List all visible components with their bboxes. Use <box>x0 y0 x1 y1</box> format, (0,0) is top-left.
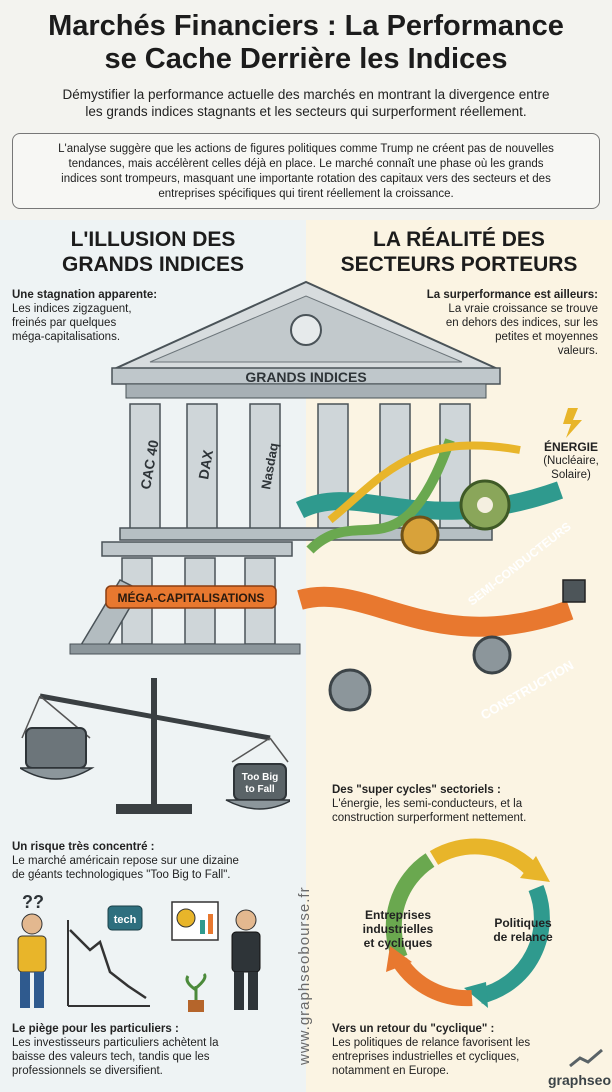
tech-label: tech <box>114 914 137 926</box>
logo-text: graphseo <box>548 1072 612 1088</box>
logo-icon <box>569 1048 603 1068</box>
tech-tile <box>107 905 143 931</box>
tech-weights <box>25 727 87 769</box>
pediment-label: GRANDS INDICES <box>245 369 366 385</box>
investor-body <box>17 935 47 973</box>
cycle-arrow-teal <box>477 884 550 1004</box>
lightning-icon <box>563 408 582 438</box>
pediment-medallion <box>290 314 322 346</box>
green-growth-arrow <box>306 438 455 554</box>
gear-icon <box>328 668 372 712</box>
falling-line <box>69 929 147 1000</box>
cycle-diagram <box>385 838 550 1008</box>
mega-cap-banner <box>105 585 277 609</box>
gear-icon <box>472 635 512 675</box>
risk-block: Un risque très concentré : Le marché amé… <box>12 841 239 881</box>
title-line-2: se Cache Derrière les Indices <box>104 43 508 75</box>
yellow-growth-arrow <box>327 441 521 524</box>
return-block: Vers un retour du "cyclique" : Les polit… <box>332 1023 531 1077</box>
investor-illustration: ?? tech <box>17 892 261 1012</box>
pie-icon <box>176 908 196 928</box>
gear-icon <box>400 515 440 555</box>
stagnation-block: Une stagnation apparente: Les indices zi… <box>12 289 158 343</box>
to-fall-label: to Fall <box>245 784 275 795</box>
temple-illustration: GRANDS INDICES CAC 40 DAX Nasdaq MÉGA-CA… <box>69 280 586 720</box>
title-line-1: Marchés Financiers : La Performance <box>48 10 564 42</box>
column-label-dax: DAX <box>195 448 216 481</box>
scale-illustration: Too Big to Fall <box>20 678 290 814</box>
mega-cap-label: MÉGA-CAPITALISATIONS <box>118 590 265 605</box>
chip-icon <box>562 579 586 603</box>
investor-head <box>21 913 43 935</box>
energy-block: ÉNERGIE (Nucléaire, Solaire) <box>543 440 599 481</box>
orange-growth-arrow <box>297 586 574 637</box>
question-marks: ?? <box>22 892 44 912</box>
professional-head <box>235 909 257 931</box>
subtitle: Démystifier la performance actuelle des … <box>62 87 550 119</box>
intro-box: L'analyse suggère que les actions de fig… <box>12 133 600 209</box>
page-title: Marchés Financiers : La Performance se C… <box>0 10 612 76</box>
cycle-arrow-green <box>385 853 435 962</box>
cycle-arrow-yellow <box>429 838 536 875</box>
professional-body <box>231 931 261 973</box>
watermark-url: www.graphseobourse.fr <box>296 886 313 1065</box>
trap-block: Le piège pour les particuliers : Les inv… <box>12 1023 219 1077</box>
cycle-arrow-orange <box>393 957 473 1007</box>
scale-beam <box>39 693 271 741</box>
surperformance-block: La surperformance est ailleurs: La vraie… <box>426 289 598 357</box>
too-big-label: Too Big <box>242 772 278 783</box>
super-cycles-block: Des "super cycles" sectoriels : L'énergi… <box>332 784 527 824</box>
